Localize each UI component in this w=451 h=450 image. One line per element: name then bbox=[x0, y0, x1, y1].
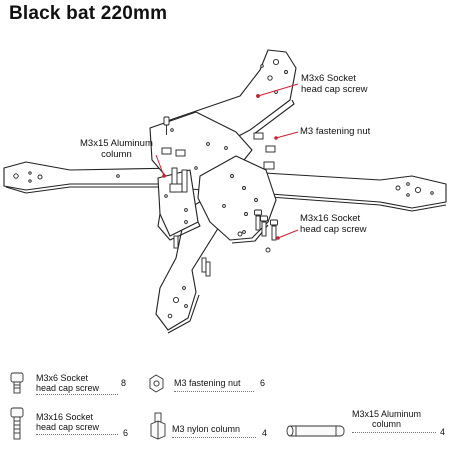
callout-m3x6-line2: head cap screw bbox=[301, 84, 368, 95]
part-m3x6-qty: 8 bbox=[121, 378, 127, 388]
part-m3-nylon-line1: M3 nylon column bbox=[172, 424, 241, 434]
part-m3x6-leader bbox=[36, 394, 118, 395]
callout-leaders bbox=[155, 83, 299, 240]
part-m3-nylon-qty: 4 bbox=[262, 428, 268, 438]
frame-assembly bbox=[3, 49, 447, 334]
part-m3x15-leader bbox=[352, 432, 436, 433]
callout-m3x16-line2: head cap screw bbox=[300, 224, 367, 235]
screw-short-icon bbox=[10, 372, 24, 394]
callout-m3x15-line2: column bbox=[101, 149, 132, 160]
part-m3-nut-line1: M3 fastening nut bbox=[174, 378, 241, 388]
part-m3x16-qty: 6 bbox=[123, 428, 129, 438]
callout-m3-nut: M3 fastening nut bbox=[300, 126, 371, 137]
callout-m3x15-line1: M3x15 Aluminum bbox=[80, 138, 153, 149]
part-m3x16-line2: head cap screw bbox=[36, 422, 100, 432]
part-m3x16-line1: M3x16 Socket bbox=[36, 412, 94, 422]
page-title: Black bat 220mm bbox=[9, 3, 168, 24]
right-arm bbox=[247, 171, 447, 209]
mount-holes bbox=[13, 58, 434, 319]
nylon-column-icon bbox=[150, 412, 166, 440]
callout-m3x6-line1: M3x6 Socket bbox=[301, 73, 356, 84]
part-m3x15-qty: 4 bbox=[440, 427, 446, 437]
nut-icon bbox=[149, 374, 164, 393]
part-m3x15-label: M3x15 Aluminum column bbox=[352, 409, 421, 429]
part-m3-nylon-label: M3 nylon column bbox=[172, 424, 240, 434]
frame-hardware bbox=[161, 116, 278, 277]
part-m3x15-line1: M3x15 Aluminum bbox=[352, 409, 422, 419]
left-arm bbox=[3, 161, 183, 191]
part-m3-nut-leader bbox=[174, 391, 254, 392]
screw-long-icon bbox=[10, 407, 24, 440]
callout-m3x16-socket: M3x16 Socket head cap screw bbox=[300, 213, 367, 235]
callout-m3x6-socket: M3x6 Socket head cap screw bbox=[301, 73, 368, 95]
part-m3x15-line2: column bbox=[372, 419, 402, 429]
part-m3-nylon-leader bbox=[172, 437, 256, 438]
part-m3x6-line1: M3x6 Socket bbox=[36, 373, 89, 383]
callout-m3x15-aluminum: M3x15 Aluminum column bbox=[80, 138, 153, 160]
part-m3-nut-qty: 6 bbox=[260, 378, 266, 388]
callout-m3x16-line1: M3x16 Socket bbox=[300, 213, 361, 224]
part-m3x16-label: M3x16 Socket head cap screw bbox=[36, 412, 99, 432]
part-m3x6-label: M3x6 Socket head cap screw bbox=[36, 373, 99, 393]
part-m3x16-leader bbox=[36, 434, 118, 435]
part-m3-nut-label: M3 fastening nut bbox=[174, 378, 241, 388]
aluminum-column-icon bbox=[286, 425, 345, 437]
part-m3x6-line2: head cap screw bbox=[36, 383, 100, 393]
